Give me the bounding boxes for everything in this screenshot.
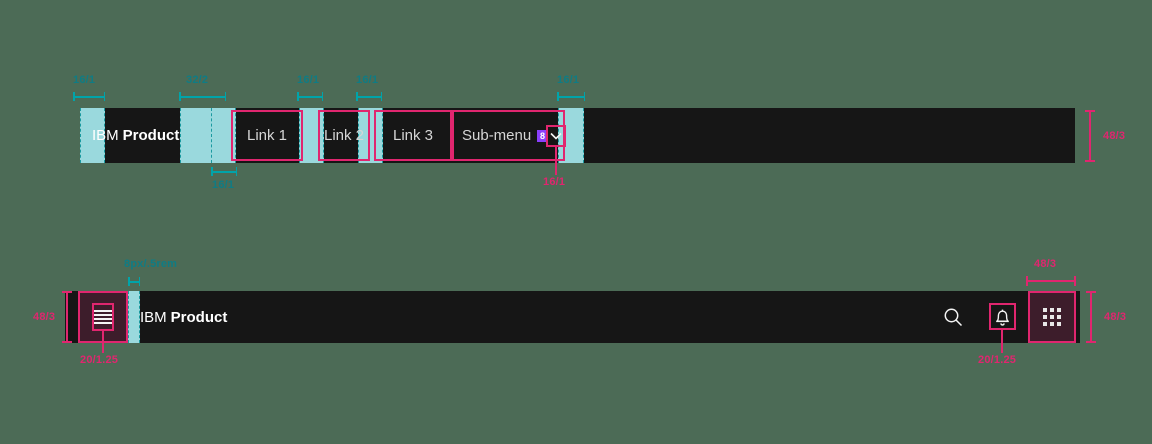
annotation-app-switcher-width: 48/3 — [1034, 258, 1057, 270]
annotation-top-leading-space: 16/1 — [73, 74, 96, 86]
annotation-brand-bottom-space: 16/1 — [212, 179, 235, 191]
menu-icon-hitbox — [92, 303, 114, 331]
notification-bell-hitbox[interactable] — [989, 303, 1016, 330]
bottom-brand-prefix: IBM — [140, 308, 167, 326]
caliper-top-leading-space — [73, 92, 105, 101]
bottom-brand-name: Product — [170, 308, 228, 326]
leader-submenu-chevron — [555, 147, 557, 175]
nav-link-3[interactable] — [374, 110, 452, 161]
spacer-link2-gap — [358, 108, 383, 163]
nav-link-2[interactable] — [318, 110, 370, 161]
caliper-app-switcher-width — [1026, 276, 1076, 286]
annotation-app-switcher-height: 48/3 — [1104, 311, 1127, 323]
annotation-bell-icon-size: 20/1.25 — [978, 354, 1017, 366]
brand-name: Product — [122, 127, 180, 144]
spacer-bottom-brand-leading — [128, 291, 140, 343]
spacer-top-leading — [80, 108, 105, 163]
annotation-submenu-trailing: 16/1 — [557, 74, 580, 86]
caliper-link2-gap — [356, 92, 382, 101]
bottom-navigation-bar — [65, 291, 1080, 343]
annotation-menu-button-size: 20/1.25 — [80, 354, 119, 366]
chevron-down-icon — [546, 125, 566, 147]
annotation-bottom-bar-height: 48/3 — [33, 311, 56, 323]
submenu-count-badge: 8 — [537, 130, 548, 142]
annotation-submenu-chevron: 16/1 — [543, 176, 566, 188]
hamburger-menu-icon — [92, 303, 114, 331]
annotation-brand-trailing-space: 32/2 — [186, 74, 209, 86]
annotation-link1-gap: 16/1 — [297, 74, 320, 86]
annotation-link2-gap: 16/1 — [356, 74, 379, 86]
caliper-app-switcher-height — [1086, 291, 1096, 343]
notification-bell-icon — [989, 303, 1016, 330]
leader-bell-icon-size — [1001, 330, 1003, 353]
bottom-bar-brand[interactable]: IBM Product — [140, 291, 227, 343]
brand-prefix: IBM — [92, 127, 119, 144]
nav-link-1[interactable] — [231, 110, 303, 161]
caliper-top-bar-height — [1085, 110, 1095, 162]
caliper-brand-bottom-space — [211, 167, 237, 176]
leader-menu-button-size — [102, 331, 104, 353]
annotation-bottom-brand-leading-space: 8px/.5rem — [124, 258, 178, 270]
submenu-chevron-hitbox[interactable] — [546, 125, 566, 147]
annotation-top-bar-height: 48/3 — [1103, 130, 1126, 142]
search-icon[interactable] — [938, 303, 968, 331]
caliper-bottom-brand-leading-space — [128, 277, 140, 286]
app-switcher-grid-icon — [1028, 291, 1076, 343]
caliper-bottom-bar-height — [62, 291, 72, 343]
caliper-brand-trailing-space — [179, 92, 226, 101]
caliper-submenu-trailing — [557, 92, 585, 101]
caliper-link1-gap — [297, 92, 323, 101]
top-bar-brand[interactable]: IBM Product — [92, 108, 179, 163]
